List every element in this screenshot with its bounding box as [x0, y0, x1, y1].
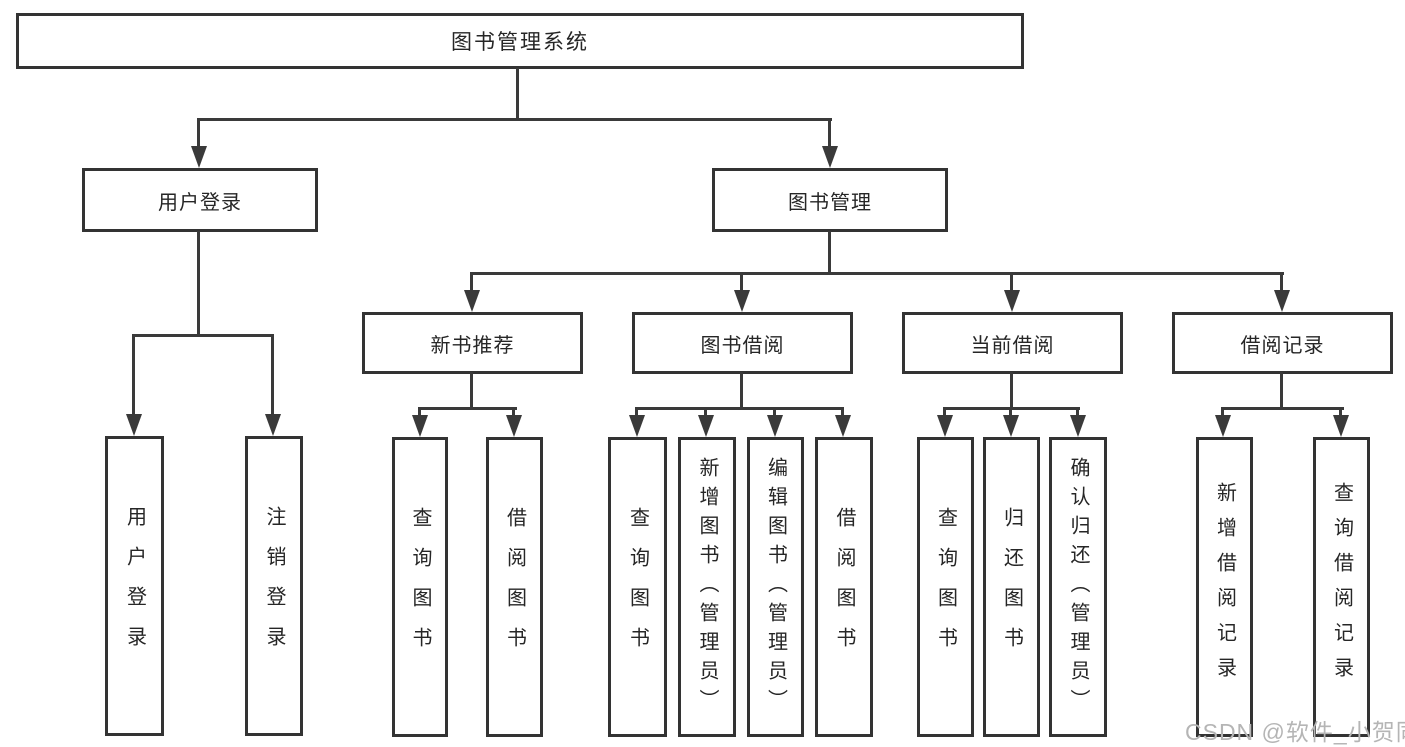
arrow-down-icon — [191, 146, 207, 168]
connector-currentborrow-branch-2 — [1009, 407, 1012, 417]
connector-bookmgmt-branch-3 — [1010, 272, 1013, 292]
node-root: 图书管理系统 — [16, 13, 1024, 69]
arrow-down-icon — [767, 415, 783, 437]
connector-newbook-branch-1 — [418, 407, 421, 417]
connector-newbook-stem — [470, 372, 473, 409]
connector-userlogin-branch-1 — [132, 334, 135, 416]
leaf-user-login: 用户登录 — [105, 436, 164, 736]
node-book-borrow-label: 图书借阅 — [700, 334, 785, 357]
arrow-down-icon — [506, 415, 522, 437]
node-root-label: 图书管理系统 — [451, 31, 589, 54]
leaf-logout-label: 注销登录 — [263, 506, 285, 666]
connector-bookborrow-branch-2 — [704, 407, 707, 417]
leaf-current-query-books: 查询图书 — [917, 437, 974, 737]
node-borrow-record: 借阅记录 — [1172, 312, 1393, 374]
arrow-down-icon — [126, 414, 142, 436]
connector-borrowrecord-branch-2 — [1339, 407, 1342, 417]
connector-userlogin-stem — [197, 231, 200, 336]
leaf-current-return-books-label: 归还图书 — [1000, 507, 1023, 667]
node-borrow-record-label: 借阅记录 — [1240, 334, 1325, 357]
leaf-borrow-add-books-admin: 新增图书（管理员） — [678, 437, 736, 737]
leaf-current-query-books-label: 查询图书 — [934, 507, 957, 667]
connector-borrowrecord-stem — [1280, 372, 1283, 409]
node-user-login-label: 用户登录 — [158, 191, 242, 214]
leaf-borrow-edit-books-admin-label: 编辑图书（管理员） — [764, 456, 787, 718]
leaf-record-query-borrow-record: 查询借阅记录 — [1313, 437, 1370, 737]
leaf-current-confirm-return-admin: 确认归还（管理员） — [1049, 437, 1107, 737]
connector-bookmgmt-branch-1 — [470, 272, 473, 292]
leaf-newbook-borrow-books: 借阅图书 — [486, 437, 543, 737]
connector-bookborrow-stem — [740, 372, 743, 409]
arrow-down-icon — [937, 415, 953, 437]
connector-bookborrow-branch-3 — [773, 407, 776, 417]
leaf-current-return-books: 归还图书 — [983, 437, 1040, 737]
connector-currentborrow-stem — [1010, 372, 1013, 409]
arrow-down-icon — [1333, 415, 1349, 437]
node-book-borrow: 图书借阅 — [632, 312, 853, 374]
arrow-down-icon — [1070, 415, 1086, 437]
leaf-user-login-label: 用户登录 — [123, 506, 146, 666]
node-current-borrow-label: 当前借阅 — [970, 334, 1055, 357]
arrow-down-icon — [1004, 290, 1020, 312]
leaf-current-confirm-return-admin-label: 确认归还（管理员） — [1067, 456, 1089, 718]
connector-root-hline — [197, 118, 832, 121]
leaf-newbook-borrow-books-label: 借阅图书 — [503, 507, 526, 667]
connector-bookborrow-hline — [635, 407, 844, 410]
connector-root-branch-right — [828, 118, 831, 150]
leaf-record-query-borrow-record-label: 查询借阅记录 — [1330, 482, 1353, 692]
connector-borrowrecord-branch-1 — [1221, 407, 1224, 417]
arrow-down-icon — [1003, 415, 1019, 437]
leaf-borrow-query-books-label: 查询图书 — [626, 507, 649, 667]
connector-bookmgmt-branch-4 — [1280, 272, 1283, 292]
arrow-down-icon — [822, 146, 838, 168]
connector-root-branch-left — [197, 118, 200, 150]
arrow-down-icon — [464, 290, 480, 312]
leaf-borrow-borrow-books-label: 借阅图书 — [833, 507, 855, 667]
connector-bookborrow-branch-1 — [635, 407, 638, 417]
node-new-book-rec-label: 新书推荐 — [430, 334, 515, 357]
leaf-borrow-add-books-admin-label: 新增图书（管理员） — [696, 456, 718, 718]
arrow-down-icon — [1274, 290, 1290, 312]
arrow-down-icon — [1215, 415, 1231, 437]
arrow-down-icon — [835, 415, 851, 437]
csdn-watermark: CSDN @软件_小贺同学 — [1185, 719, 1405, 745]
arrow-down-icon — [629, 415, 645, 437]
leaf-newbook-query-books: 查询图书 — [392, 437, 448, 737]
node-book-mgmt-label: 图书管理 — [788, 191, 872, 214]
arrow-down-icon — [698, 415, 714, 437]
arrow-down-icon — [412, 415, 428, 437]
connector-borrowrecord-hline — [1221, 407, 1344, 410]
connector-newbook-hline — [418, 407, 517, 410]
connector-bookmgmt-hline — [470, 272, 1284, 275]
connector-currentborrow-branch-3 — [1076, 407, 1079, 417]
node-user-login: 用户登录 — [82, 168, 318, 232]
connector-currentborrow-branch-1 — [943, 407, 946, 417]
leaf-borrow-edit-books-admin: 编辑图书（管理员） — [747, 437, 804, 737]
leaf-borrow-borrow-books: 借阅图书 — [815, 437, 873, 737]
arrow-down-icon — [734, 290, 750, 312]
leaf-newbook-query-books-label: 查询图书 — [409, 507, 431, 667]
node-new-book-rec: 新书推荐 — [362, 312, 583, 374]
leaf-logout: 注销登录 — [245, 436, 303, 736]
leaf-record-add-borrow-record-label: 新增借阅记录 — [1213, 482, 1236, 692]
connector-userlogin-hline — [132, 334, 274, 337]
connector-root-stem — [516, 68, 519, 120]
connector-bookmgmt-branch-2 — [740, 272, 743, 292]
connector-bookmgmt-stem — [828, 231, 831, 275]
connector-newbook-branch-2 — [512, 407, 515, 417]
connector-userlogin-branch-2 — [271, 334, 274, 416]
connector-bookborrow-branch-4 — [841, 407, 844, 417]
leaf-record-add-borrow-record: 新增借阅记录 — [1196, 437, 1253, 737]
leaf-borrow-query-books: 查询图书 — [608, 437, 667, 737]
node-current-borrow: 当前借阅 — [902, 312, 1123, 374]
node-book-mgmt: 图书管理 — [712, 168, 948, 232]
arrow-down-icon — [265, 414, 281, 436]
